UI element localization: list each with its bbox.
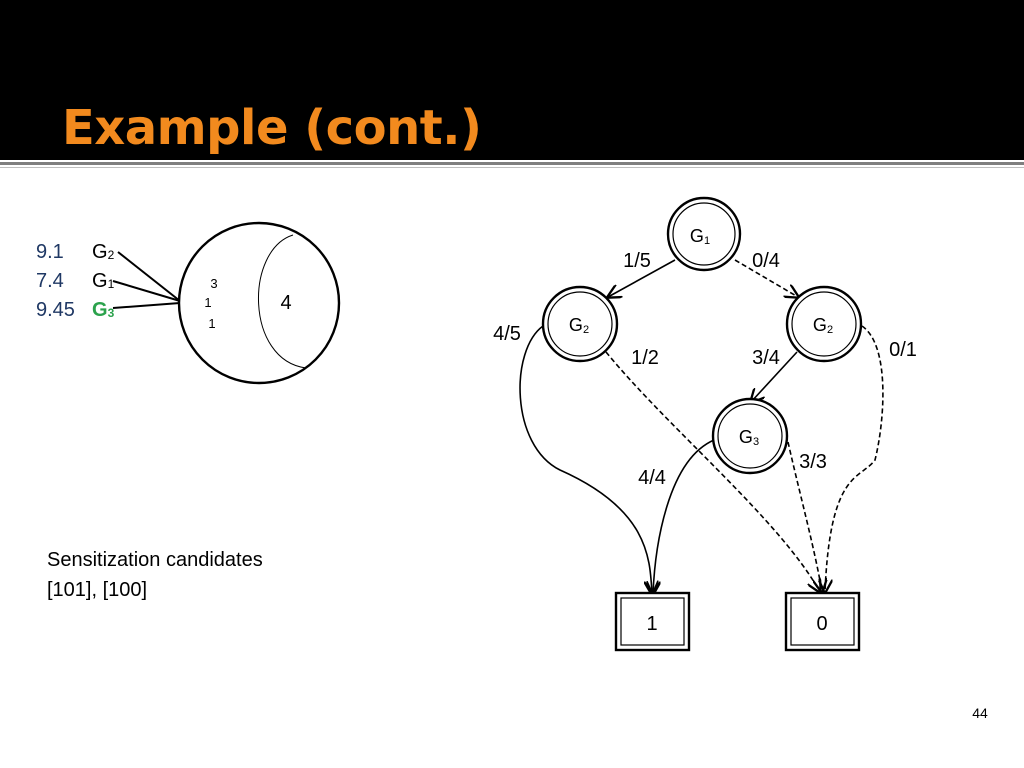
venn-label-1a: 1	[204, 295, 211, 310]
ranking-gate: G2	[92, 241, 115, 263]
edge-g2left-terminal0	[605, 351, 820, 592]
venn-label-4: 4	[280, 292, 291, 314]
sensitization-note: Sensitization candidates [101], [100]	[47, 545, 263, 605]
slide-title: Example (cont.)	[62, 100, 482, 156]
edge-g1-g2right	[734, 259, 798, 297]
terminal-zero: 0	[784, 591, 861, 652]
venn-label-3: 3	[210, 276, 217, 291]
ranking-connectors	[112, 251, 181, 309]
edge-g2left-terminal1	[519, 325, 652, 594]
edge-label: 0/4	[752, 250, 780, 272]
sensitization-values: [101], [100]	[47, 579, 148, 601]
edge-label: 3/3	[799, 451, 827, 473]
edge-g1-g2left	[608, 259, 676, 297]
edge-label: 1/5	[623, 250, 651, 272]
edge-g2right-terminal0	[825, 325, 884, 592]
edge-labels: 1/5 0/4 4/5 1/2 3/4 0/1 3/3 4/4	[493, 250, 917, 489]
page-number: 44	[972, 705, 988, 721]
ranking-gate: G1	[92, 270, 115, 292]
ranking-score: 7.4	[36, 270, 64, 292]
svg-text:G3: G3	[739, 427, 759, 448]
svg-text:1: 1	[646, 613, 657, 635]
bdd-nodes: G1 G2 G2 G3	[541, 196, 863, 475]
edge-label: 3/4	[752, 347, 780, 369]
node-g3: G3	[711, 397, 789, 475]
node-g1: G1	[666, 196, 742, 272]
header-divider	[0, 162, 1024, 165]
edge-g3-terminal0	[787, 441, 822, 592]
node-g2-right: G2	[785, 285, 863, 363]
svg-text:0: 0	[816, 613, 827, 635]
edge-g2right-g3	[751, 351, 798, 402]
venn-label-1b: 1	[208, 316, 215, 331]
title-bar	[0, 0, 1024, 160]
node-g2-left: G2	[541, 285, 619, 363]
ranking-score: 9.1	[36, 241, 64, 263]
terminal-one: 1	[614, 591, 691, 652]
bdd-edges	[519, 259, 884, 594]
venn-diagram: 3 1 1 4	[177, 221, 341, 385]
svg-text:G1: G1	[690, 226, 710, 247]
header-divider-thin	[0, 167, 1024, 168]
svg-text:G2: G2	[813, 315, 833, 336]
edge-label: 1/2	[631, 347, 659, 369]
edge-label: 4/4	[638, 467, 666, 489]
venn-inner-arc	[257, 234, 307, 369]
ranking-score: 9.45	[36, 299, 75, 321]
edge-g3-terminal1	[653, 439, 715, 594]
ranking-gate-selected: G3	[92, 299, 115, 321]
edge-label: 4/5	[493, 323, 521, 345]
edge-label: 0/1	[889, 339, 917, 361]
svg-text:G2: G2	[569, 315, 589, 336]
sensitization-heading: Sensitization candidates	[47, 549, 263, 571]
